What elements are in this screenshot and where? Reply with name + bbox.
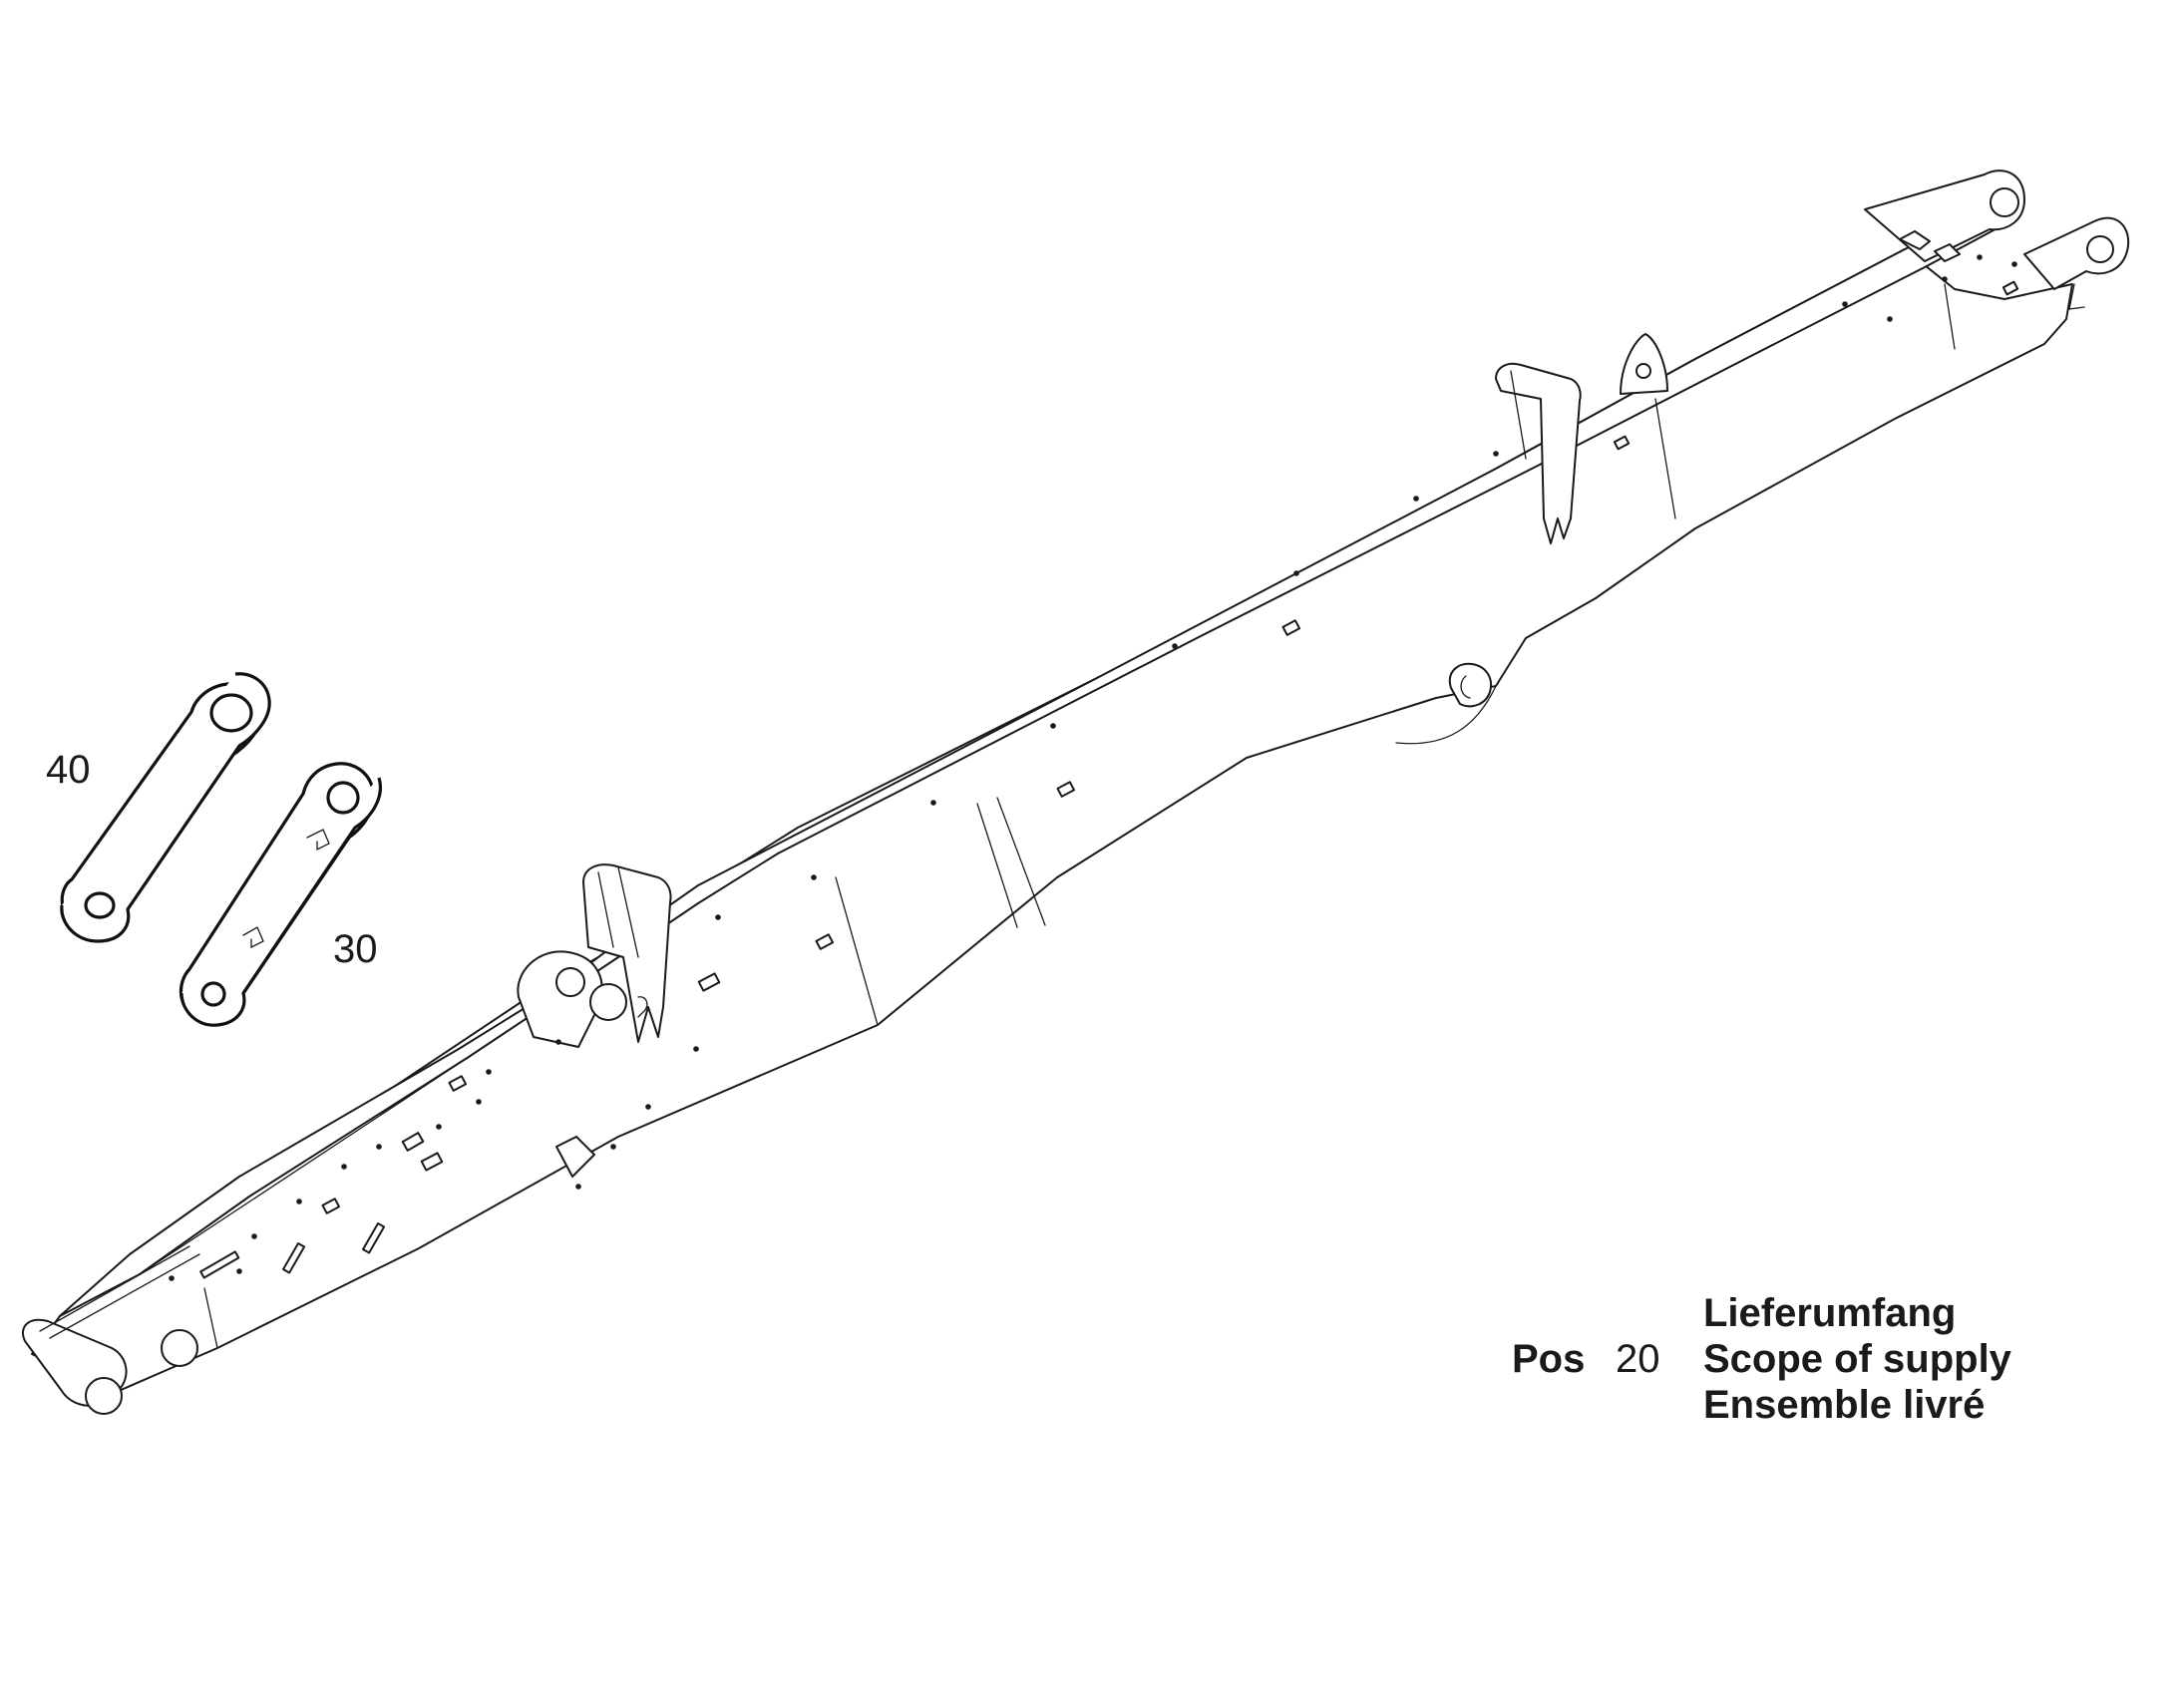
scope-of-supply-de: Lieferumfang xyxy=(1703,1291,1957,1335)
link-30-top-bore xyxy=(326,781,360,815)
pos-label: Pos xyxy=(1512,1337,1586,1381)
scope-of-supply-en: Scope of supply xyxy=(1703,1337,2011,1381)
side-hole xyxy=(1448,662,1492,708)
boom-tip-bore-upper xyxy=(1990,187,2019,217)
side-bracket xyxy=(555,1136,595,1178)
callout-30: 30 xyxy=(333,927,378,971)
callout-40: 40 xyxy=(46,748,91,792)
boom-tip-bore-lower xyxy=(2086,235,2114,263)
boom-arm xyxy=(22,170,2130,1415)
pos-number: 20 xyxy=(1616,1337,1660,1381)
boom-foot-boss xyxy=(161,1329,198,1367)
cylinder-bracket-right xyxy=(1495,362,1582,544)
link-40-bottom-bore xyxy=(84,891,116,919)
scope-of-supply-fr: Ensemble livré xyxy=(1703,1383,1986,1427)
link-30-bottom-bore xyxy=(200,981,226,1007)
boom-foot-bore xyxy=(85,1377,123,1415)
link-rod-40 xyxy=(60,672,271,943)
link-40-top-bore xyxy=(209,693,253,733)
link-rod-30 xyxy=(179,762,382,1027)
cylinder-pivot-bore xyxy=(589,983,627,1021)
